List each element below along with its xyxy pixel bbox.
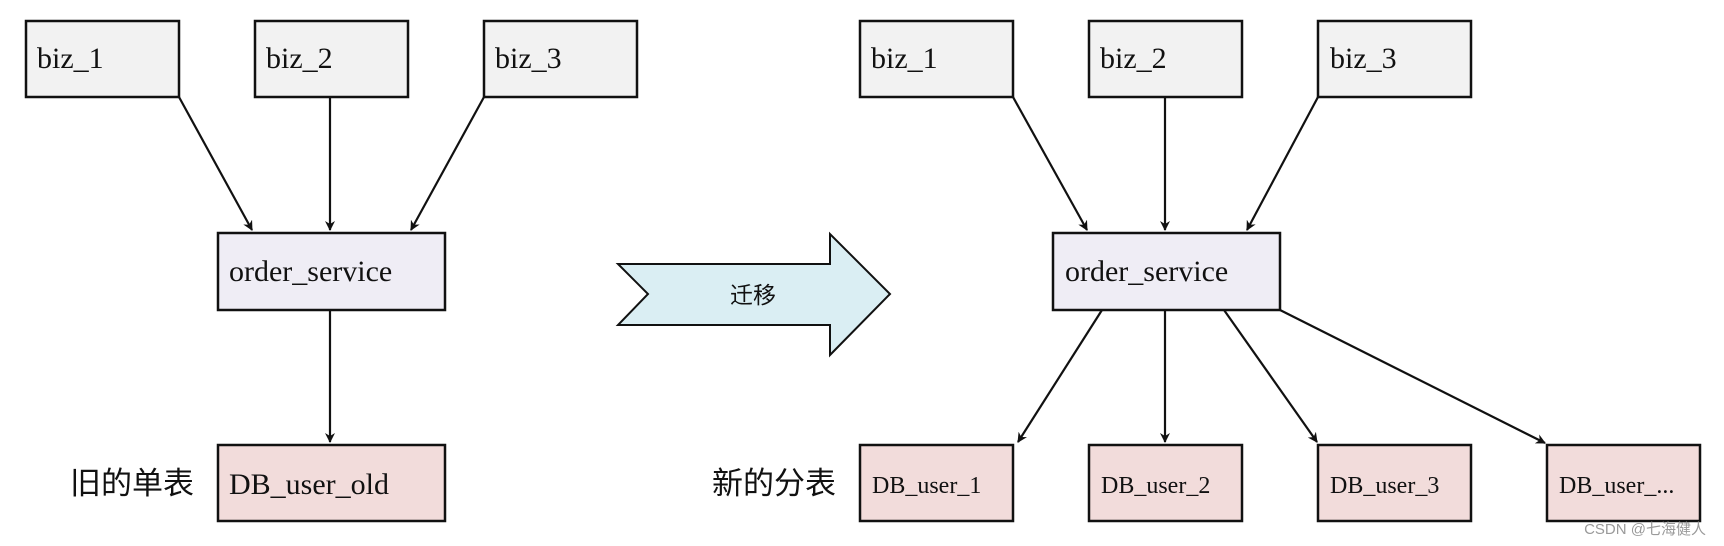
old-biz-2-box: biz_2 — [253, 19, 410, 99]
old-biz-3-label: biz_3 — [495, 42, 562, 75]
new-biz-3-box: biz_3 — [1316, 19, 1473, 99]
edge-new-biz3-service — [1246, 96, 1319, 231]
old-db-box: DB_user_old — [216, 443, 447, 523]
edge-new-service-db4 — [1279, 309, 1546, 444]
new-db-1-box: DB_user_1 — [858, 443, 1015, 523]
new-service-box: order_service — [1051, 231, 1282, 312]
old-biz-1-box: biz_1 — [24, 19, 181, 99]
new-biz-1-label: biz_1 — [871, 42, 938, 75]
old-biz-2-label: biz_2 — [266, 42, 333, 75]
migration-label: 迁移 — [730, 283, 776, 309]
new-biz-1-box: biz_1 — [858, 19, 1015, 99]
edge-old-biz3-service — [410, 96, 485, 231]
old-service-box: order_service — [216, 231, 447, 312]
old-db-label: DB_user_old — [229, 468, 389, 501]
new-db-3-box: DB_user_3 — [1316, 443, 1473, 523]
new-db-1-label: DB_user_1 — [872, 473, 981, 499]
new-db-4-label: DB_user_... — [1559, 473, 1674, 499]
old-biz-1-label: biz_1 — [37, 42, 104, 75]
new-service-label: order_service — [1065, 255, 1228, 288]
edge-old-biz1-service — [178, 96, 253, 231]
new-architecture: biz_1 biz_2 biz_3 order_service DB_user_… — [712, 19, 1702, 523]
edge-new-service-db1 — [1017, 309, 1103, 443]
new-biz-3-label: biz_3 — [1330, 42, 1397, 75]
old-biz-3-box: biz_3 — [482, 19, 639, 99]
new-db-3-label: DB_user_3 — [1330, 473, 1439, 499]
old-architecture: biz_1 biz_2 biz_3 order_service DB_user_… — [24, 19, 639, 523]
edge-new-biz1-service — [1012, 96, 1088, 231]
old-service-label: order_service — [229, 255, 392, 288]
new-db-4-box: DB_user_... — [1545, 443, 1702, 523]
migration-arrow: 迁移 — [615, 231, 892, 358]
new-db-2-label: DB_user_2 — [1101, 473, 1210, 499]
old-caption: 旧的单表 — [70, 466, 194, 502]
new-biz-2-label: biz_2 — [1100, 42, 1167, 75]
watermark: CSDN @七海健人 — [1584, 521, 1706, 538]
new-biz-2-box: biz_2 — [1087, 19, 1244, 99]
edge-new-service-db3 — [1223, 309, 1318, 443]
new-caption: 新的分表 — [712, 466, 836, 502]
new-db-2-box: DB_user_2 — [1087, 443, 1244, 523]
